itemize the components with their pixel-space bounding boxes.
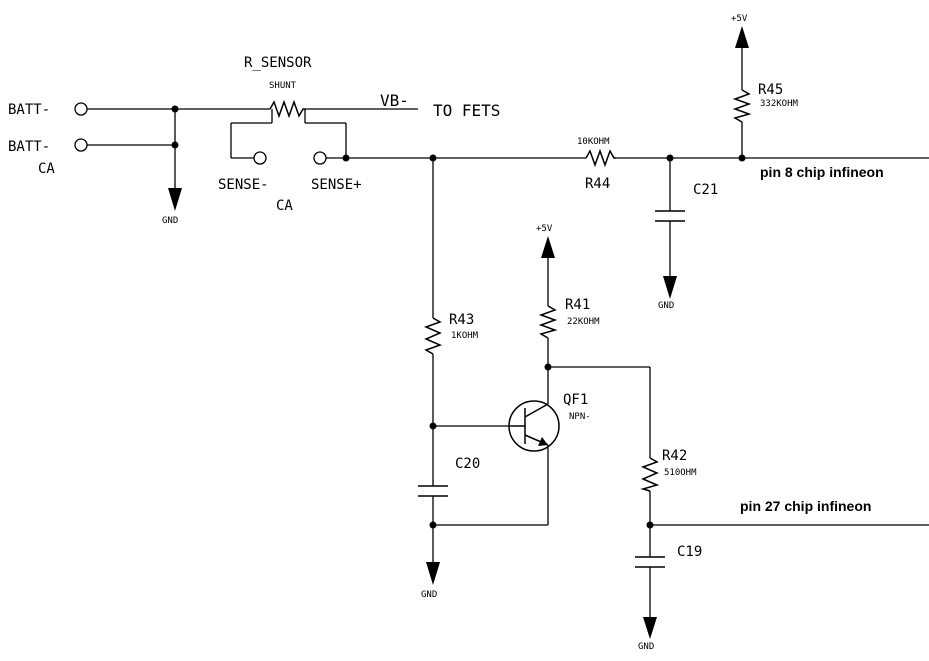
r42-value-label: 510OHM	[664, 468, 697, 478]
vcc-arrow-mid	[541, 236, 555, 258]
r-sensor-shunt	[269, 99, 305, 119]
r-sensor-label: R_SENSOR	[244, 55, 312, 71]
r44-label: R44	[585, 176, 610, 192]
sense-pos-terminal	[313, 151, 327, 165]
wires	[87, 48, 929, 617]
batt-neg-terminal	[74, 102, 88, 116]
resistor-r43	[423, 317, 443, 355]
r43-label: R43	[449, 312, 474, 328]
r42-label: R42	[662, 448, 687, 464]
gnd-arrow-c20	[426, 562, 440, 585]
vcc-top-label: +5V	[731, 14, 748, 24]
batt-ca-terminal	[74, 138, 88, 152]
r44-value-label: 10KOHM	[577, 137, 610, 147]
gnd-label-batt: GND	[162, 216, 178, 226]
vb-neg-label: VB-	[380, 91, 409, 110]
gnd-label-c19: GND	[638, 642, 654, 652]
resistor-r44	[585, 148, 616, 168]
to-fets-label: TO FETS	[433, 101, 500, 120]
c20-label: C20	[455, 456, 480, 472]
transistor-qf1	[508, 400, 560, 452]
r45-value-label: 332KOHM	[760, 99, 799, 109]
batt-ca-label-1: BATT-	[8, 139, 50, 155]
r45-label: R45	[758, 82, 783, 98]
r41-label: R41	[565, 297, 590, 313]
batt-ca-label-2: CA	[38, 161, 55, 177]
qf1-type-label: NPN-	[569, 412, 591, 422]
resistor-r42	[640, 457, 660, 492]
sense-ca-label: CA	[276, 198, 293, 214]
gnd-label-c20: GND	[421, 590, 437, 600]
c19-label: C19	[677, 544, 702, 560]
sense-pos-label: SENSE+	[311, 177, 362, 193]
qf1-label: QF1	[563, 392, 588, 408]
c21-label: C21	[693, 182, 718, 198]
vcc-mid-label: +5V	[536, 224, 553, 234]
pin27-label: pin 27 chip infineon	[740, 498, 871, 514]
capacitor-c21	[655, 210, 685, 222]
gnd-label-c21: GND	[658, 301, 674, 311]
capacitor-c19	[635, 556, 665, 568]
gnd-arrow-batt	[168, 188, 182, 211]
r43-value-label: 1KOHM	[451, 331, 479, 341]
pin8-label: pin 8 chip infineon	[760, 164, 884, 180]
gnd-arrow-c19	[643, 617, 657, 639]
gnd-arrow-c21	[663, 276, 677, 299]
r41-value-label: 22KOHM	[567, 317, 600, 327]
resistor-r45	[732, 89, 752, 123]
capacitor-c20	[418, 485, 448, 497]
shunt-label: SHUNT	[269, 81, 297, 91]
batt-neg-label: BATT-	[8, 102, 50, 118]
resistor-r41	[538, 305, 558, 339]
sense-neg-label: SENSE-	[218, 177, 269, 193]
vcc-arrow-top	[735, 26, 749, 48]
sense-neg-terminal	[253, 151, 267, 165]
junctions	[171, 105, 746, 529]
